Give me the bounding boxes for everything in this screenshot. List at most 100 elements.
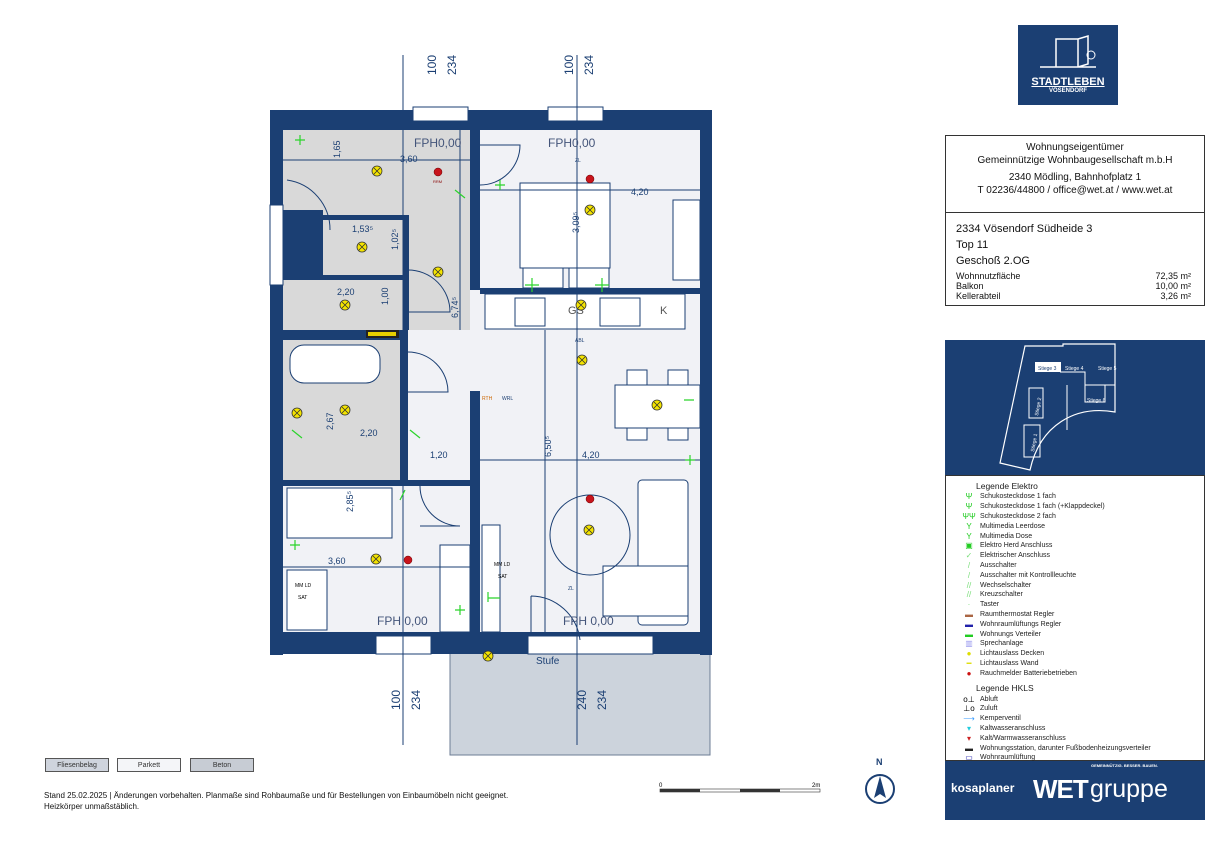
legend-label: Kemperventil <box>980 715 1021 723</box>
legend-item: ·Taster <box>946 600 1204 610</box>
north-label: N <box>876 757 883 767</box>
legend-symbol-icon: ▬ <box>965 609 973 619</box>
legend-symbol-icon: ━ <box>966 658 972 668</box>
legend-symbol-icon: ▬ <box>965 629 973 639</box>
fph-label: FPH 0,00 <box>563 614 614 628</box>
legend-label: Raumthermostat Regler <box>980 610 1055 618</box>
legend-label: Schukosteckdose 1 fach (+Klappdeckel) <box>980 503 1105 511</box>
legend-label: Ausschalter <box>980 561 1017 569</box>
legend-symbol-icon: Ψ <box>965 502 973 512</box>
north-arrow: N <box>865 757 895 804</box>
legend-item: Y Multimedia Dose <box>946 531 1204 541</box>
sat-tag: SAT <box>498 574 507 580</box>
dim-label: 3,09⁵ <box>571 211 581 233</box>
stiege-label: Stiege 6 <box>1087 398 1106 404</box>
brand-line2: VÖSENDORF <box>1048 88 1087 94</box>
dim-label: 3,60 <box>328 556 346 566</box>
smoke-tag: RRM <box>433 179 442 184</box>
light-icon <box>291 407 303 419</box>
legend-symbol-icon: Y <box>966 531 972 541</box>
dim-top-1: 100 <box>425 55 439 75</box>
dim-label: 2,20 <box>360 428 378 438</box>
legend-symbol-icon: ● <box>966 668 972 678</box>
walls <box>270 110 712 655</box>
light-icon <box>583 524 595 536</box>
footer-line1: Stand 25.02.2025 | Änderungen vorbehalte… <box>44 791 509 800</box>
fridge-label: K <box>660 305 668 317</box>
scale-bar: 0 2m <box>659 783 820 793</box>
stadtleben-logo: STADTLEBEN VÖSENDORF <box>1018 25 1118 105</box>
legend-label: Multimedia Dose <box>980 532 1033 540</box>
legend-symbol-icon: ⟶ <box>963 714 975 724</box>
smoke-detector-icon <box>585 174 595 184</box>
legend-item: ▥Sprechanlage <box>946 639 1204 649</box>
legend-symbol-icon: Ψ <box>965 492 973 502</box>
light-icon <box>356 241 368 253</box>
legend-item: ⟶ Kemperventil <box>946 714 1204 724</box>
light-icon <box>370 553 382 565</box>
legend-item: ▣Elektro Herd Anschluss <box>946 541 1204 551</box>
legend-item: ▬Wohnungsstation, darunter Fußbodenheizu… <box>946 743 1204 753</box>
dim-top-2: 234 <box>445 55 459 75</box>
dim-label: 1,00 <box>380 287 390 305</box>
legend-item: o⊥Abluft <box>946 694 1204 704</box>
stiege-label: Stiege 1 <box>1030 433 1039 452</box>
legend-label: Schukosteckdose 1 fach <box>980 493 1056 501</box>
dim-label: 2,85⁵ <box>345 490 355 512</box>
stiege-label: Stiege 2 <box>1034 397 1043 416</box>
multimedia-tag: MM LD <box>295 583 312 589</box>
ceiling-lights <box>291 165 663 662</box>
legend-label: Wohnraumlüftung <box>980 754 1036 762</box>
legend-label: Wohnungs Verteiler <box>980 630 1041 638</box>
legend-item: ▾Kalt/Warmwasseranschluss <box>946 733 1204 743</box>
stiege-label: Stiege 3 <box>1038 366 1057 372</box>
smoke-detector-icon <box>403 555 413 565</box>
fph-labels: FPH0,00 FPH0,00 FPH 0,00 FPH 0,00 <box>377 136 614 628</box>
legend-symbol-icon: / <box>967 560 971 570</box>
dim-top-4: 234 <box>582 55 596 75</box>
light-icon <box>576 354 588 366</box>
legend-label: Lichtauslass Decken <box>980 650 1045 658</box>
legend-symbol-icon: ΨΨ <box>962 511 976 521</box>
legend-item: // Wechselschalter <box>946 580 1204 590</box>
stiege-label: Stiege 5 <box>1098 366 1117 372</box>
thermostat-tag: RTH <box>482 396 493 402</box>
legend-symbol-icon: ● <box>966 649 972 659</box>
partner-logos: kosaplaner WET GEMEINNÜTZIG. BESSER. BAU… <box>945 761 1205 820</box>
balcony <box>449 651 711 756</box>
legend-item: ▬Wohnraumlüftungs Regler <box>946 619 1204 629</box>
legend-label: Abluft <box>980 695 998 703</box>
dim-bottom-3: 240 <box>575 690 589 710</box>
legend-label: Multimedia Leerdose <box>980 522 1045 530</box>
legend-label: Kaltwasseranschluss <box>980 724 1046 732</box>
legend-item: ▾Kaltwasseranschluss <box>946 724 1204 734</box>
owner-title: Wohnungseigentümer <box>1026 142 1124 153</box>
legend-symbol-icon: // <box>966 580 972 590</box>
dim-label: 1,65 <box>332 140 342 158</box>
legend-item: //Kreuzschalter <box>946 590 1204 600</box>
legend-symbol-icon: ⊥o <box>963 704 975 714</box>
stiege-label: Stiege 4 <box>1065 366 1084 372</box>
legend-label: Wohnungsstation, darunter Fußbodenheizun… <box>980 744 1151 752</box>
legend-item: ▭Wohnraumlüftung <box>946 753 1204 763</box>
legend-item: Ψ Schukosteckdose 1 fach (+Klappdeckel) <box>946 502 1204 512</box>
building-icon <box>1040 34 1096 68</box>
legend-item: ▬ Wohnungs Verteiler <box>946 629 1204 639</box>
doors <box>286 144 581 641</box>
dim-label: 3,60 <box>400 154 418 164</box>
legend-label: Wechselschalter <box>980 581 1032 589</box>
dim-label: 1,02⁵ <box>390 228 400 250</box>
legend-label: Taster <box>980 601 1000 609</box>
dim-label: 4,20 <box>582 450 600 460</box>
legend-label: Sprechanlage <box>980 640 1024 648</box>
legend-item: Ψ Schukosteckdose 1 fach <box>946 492 1204 502</box>
legend-symbol-icon: ✓ <box>965 551 973 561</box>
owner-company: Gemeinnützige Wohnbaugesellschaft m.b.H <box>977 154 1173 166</box>
legend-label: Rauchmelder Batteriebetrieben <box>980 669 1077 677</box>
footer-note: Stand 25.02.2025 | Änderungen vorbehalte… <box>44 790 508 812</box>
legend-item: ✓Elektrischer Anschluss <box>946 551 1204 561</box>
